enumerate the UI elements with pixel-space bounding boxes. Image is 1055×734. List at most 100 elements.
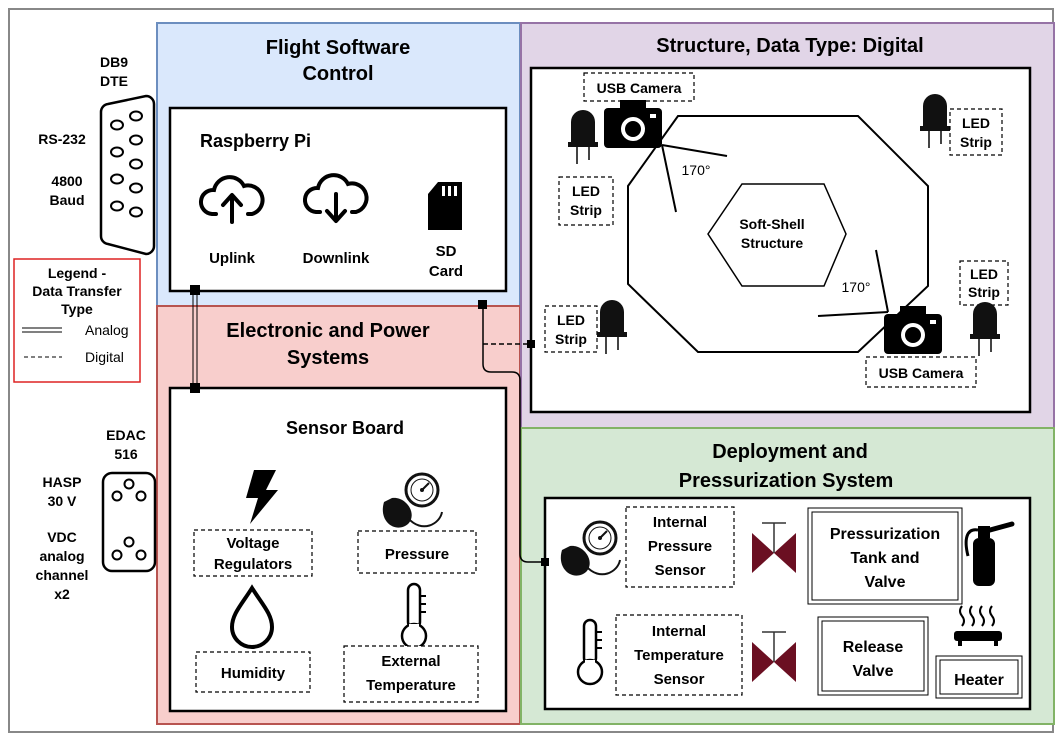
led-strip-box xyxy=(544,305,598,353)
connector-node xyxy=(190,383,200,393)
db9-title-line2: DTE xyxy=(100,73,128,89)
usb-camera-bottom-label: USB Camera xyxy=(879,365,964,381)
edac-label2-line3: channel xyxy=(36,567,89,583)
connector-node xyxy=(478,300,487,309)
sensor-board-label: Sensor Board xyxy=(286,418,404,438)
internal-temperature-line2: Temperature xyxy=(634,647,724,664)
led-strip-line2: Strip xyxy=(960,134,992,150)
camera-view-line xyxy=(661,144,677,213)
led-strip-line2: Strip xyxy=(570,202,602,218)
led-strip-box xyxy=(558,176,614,226)
edac-label1-line1: HASP xyxy=(43,474,82,490)
pressurization-tank-line1: Pressurization xyxy=(830,526,940,543)
structure-title: Structure, Data Type: Digital xyxy=(656,35,923,57)
connector-node xyxy=(527,340,535,348)
voltage-regulators-line2: Regulators xyxy=(214,556,292,573)
led-strip-line2: Strip xyxy=(555,331,587,347)
db9-label-rs232: RS-232 xyxy=(38,131,86,147)
downlink-label: Downlink xyxy=(303,250,370,267)
led-strip-line1: LED xyxy=(557,312,585,328)
heater-box xyxy=(935,655,1023,699)
flight-software-title-line1: Flight Software xyxy=(266,37,410,59)
external-temperature-box xyxy=(343,645,479,703)
legend-title-line3: Type xyxy=(61,301,93,317)
structure-panel: Structure, Data Type: Digital Soft-Shell… xyxy=(520,22,1055,429)
internal-pressure-line3: Sensor xyxy=(655,562,706,579)
deployment-title-line2: Pressurization System xyxy=(679,470,894,492)
internal-temperature-line3: Sensor xyxy=(654,671,705,688)
soft-shell-hexagon xyxy=(707,183,847,287)
led-strip-box xyxy=(959,260,1009,306)
electronic-title-line2: Systems xyxy=(287,347,369,369)
edac-title-line1: EDAC xyxy=(106,427,146,443)
internal-temperature-line1: Internal xyxy=(652,623,706,640)
lightning-icon xyxy=(246,470,278,524)
edac-connector: EDAC 516 HASP 30 V VDC analog channel x2 xyxy=(36,427,157,602)
pressurization-tank-line3: Valve xyxy=(865,574,906,591)
uplink-label: Uplink xyxy=(209,250,255,267)
deployment-title-line1: Deployment and xyxy=(712,441,868,463)
legend-title-line2: Data Transfer xyxy=(32,283,122,299)
angle-top-label: 170° xyxy=(682,162,711,178)
electronic-title-line1: Electronic and Power xyxy=(226,320,430,342)
voltage-regulators-box xyxy=(193,529,313,577)
usb-camera-bottom-box xyxy=(865,356,977,388)
cloud-download-icon xyxy=(303,173,369,223)
connector-node xyxy=(541,558,549,566)
fire-extinguisher-icon xyxy=(964,521,1015,586)
soft-shell-line2: Structure xyxy=(741,235,803,251)
flight-software-title-line2: Control xyxy=(302,63,373,85)
sd-card-label-line1: SD xyxy=(436,243,457,260)
legend-title-line1: Legend - xyxy=(48,265,107,281)
led-strip-line1: LED xyxy=(962,115,990,131)
led-strip-box xyxy=(949,108,1003,156)
heater-label: Heater xyxy=(954,672,1004,689)
soft-shell-line1: Soft-Shell xyxy=(739,216,804,232)
legend: Legend - Data Transfer Type Analog Digit… xyxy=(13,258,141,383)
external-temperature-line2: Temperature xyxy=(366,677,456,694)
legend-digital: Digital xyxy=(85,349,124,365)
connector-node xyxy=(190,285,200,295)
voltage-regulators-line1: Voltage xyxy=(226,535,279,552)
legend-analog: Analog xyxy=(85,322,129,338)
humidity-box xyxy=(195,651,311,693)
connection-lines xyxy=(190,285,549,566)
led-strip-line1: LED xyxy=(970,266,998,282)
camera-view-line xyxy=(817,311,889,317)
water-drop-icon xyxy=(229,584,275,649)
db9-title-line1: DB9 xyxy=(100,54,128,70)
led-strip-line2: Strip xyxy=(968,284,1000,300)
pressure-box xyxy=(357,530,477,574)
db9-connector: DB9 DTE RS-232 4800 Baud xyxy=(38,54,156,256)
pressurization-tank-box xyxy=(807,507,963,605)
angle-bottom-label: 170° xyxy=(842,279,871,295)
release-valve-line2: Valve xyxy=(853,663,894,680)
edac-label2-line2: analog xyxy=(39,548,84,564)
internal-pressure-line1: Internal xyxy=(653,514,707,531)
edac-label1-line2: 30 V xyxy=(48,493,77,509)
edac-label2-line1: VDC xyxy=(47,529,77,545)
electronic-power-panel: Electronic and Power Systems Sensor Boar… xyxy=(156,305,521,725)
db9-label-line2: Baud xyxy=(50,192,85,208)
raspberry-pi-label: Raspberry Pi xyxy=(200,131,311,151)
db9-shell xyxy=(99,94,156,256)
usb-camera-top-label: USB Camera xyxy=(597,80,682,96)
db9-label-line1: 4800 xyxy=(51,173,82,189)
led-strip-line1: LED xyxy=(572,183,600,199)
legend-box xyxy=(13,258,141,383)
edac-label2-line4: x2 xyxy=(54,586,70,602)
camera-view-line xyxy=(661,144,728,157)
sd-card-label-line2: Card xyxy=(429,263,463,280)
cloud-upload-icon xyxy=(199,175,265,224)
pressurization-tank-line2: Tank and xyxy=(850,550,919,567)
humidity-label: Humidity xyxy=(221,665,286,682)
internal-temperature-box xyxy=(615,614,743,696)
pressure-label: Pressure xyxy=(385,546,449,563)
camera-view-line xyxy=(875,249,889,313)
deployment-panel: Deployment and Pressurization System Int… xyxy=(520,427,1055,725)
external-temperature-line1: External xyxy=(381,653,440,670)
edac-title-line2: 516 xyxy=(114,446,138,462)
release-valve-line1: Release xyxy=(843,639,904,656)
sd-card-icon xyxy=(428,182,462,230)
